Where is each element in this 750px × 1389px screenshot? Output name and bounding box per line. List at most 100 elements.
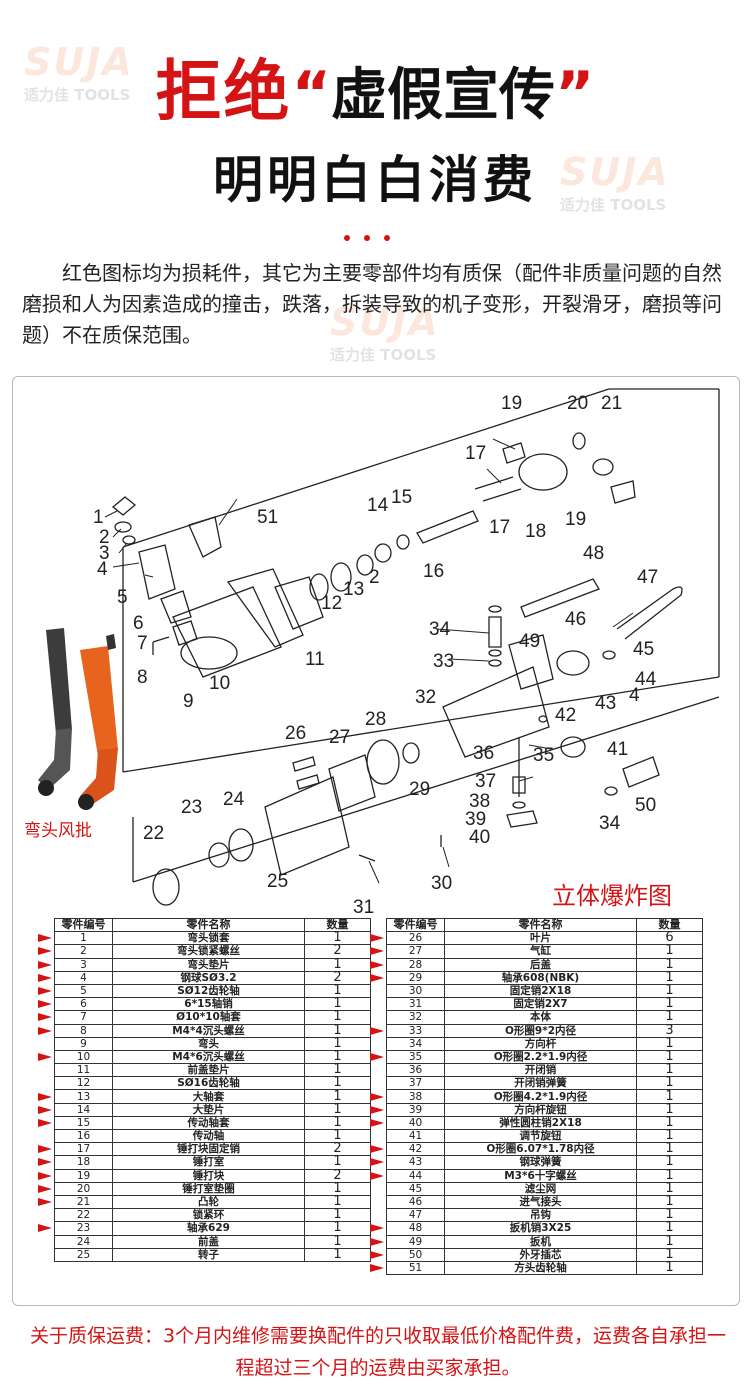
wear-part-marker [370,1237,384,1246]
wear-part-marker [370,1250,384,1259]
part-number: 23 [54,1221,113,1236]
callout-37: 37 [475,771,496,792]
part-name: 6*15轴销 [112,997,305,1012]
callout-41: 41 [607,739,628,760]
part-number: 34 [386,1036,445,1051]
part-name: 锤打块 [112,1168,305,1183]
part-name: 前盖 [112,1234,305,1249]
callout-34: 34 [429,619,451,640]
part-name: 调节旋钮 [444,1128,637,1144]
wear-part-marker [370,1171,384,1180]
part-number: 24 [54,1234,113,1249]
callout-49: 49 [519,631,540,652]
part-number: 5 [54,983,113,999]
part-number: 8 [54,1023,113,1038]
part-number: 47 [386,1208,445,1223]
callout-13: 13 [343,579,364,600]
part-number: 11 [54,1063,113,1078]
wear-part-marker [370,1118,384,1127]
callout-6: 6 [133,613,144,634]
headline-left: 拒绝 [155,53,292,130]
part-number: 12 [54,1076,113,1091]
part-number: 48 [386,1221,445,1236]
callout-35: 35 [533,745,554,766]
callout-28: 28 [365,709,386,730]
diagram-drawing: 1 2 3 4 5 6 7 8 9 10 11 12 13 2 14 15 16… [93,388,720,917]
part-name: 开闭销弹簧 [444,1076,637,1091]
wear-part-marker [38,947,52,956]
part-number: 1 [54,931,113,946]
part-number: 14 [54,1102,113,1117]
callout-51: 51 [257,507,278,528]
part-name: 轴承629 [112,1221,305,1236]
wear-part-marker [38,1158,52,1167]
part-number: 38 [386,1089,445,1104]
callout-38: 38 [469,791,490,812]
part-name: O形圈9*2内径 [444,1023,637,1038]
warranty-note: 关于质保运费：3个月内维修需要换配件的只收取最低价格配件费，运费各自承担一程超过… [29,1325,727,1379]
part-number: 33 [386,1023,445,1038]
header-part-no: 零件编号 [386,917,445,933]
part-number: 21 [54,1194,113,1210]
headline-middle: 虚假宣传 [331,63,555,128]
callout-17b: 17 [489,517,510,538]
part-number: 10 [54,1049,113,1065]
wear-part-marker [38,1184,52,1193]
part-number: 4 [54,970,113,985]
part-name: 传动轴套 [112,1115,305,1131]
wear-part-marker [370,934,384,943]
wear-part-marker [370,947,384,956]
callout-22: 22 [143,823,164,844]
part-number: 2 [54,944,113,959]
part-name: 扳机销3X25 [444,1221,637,1236]
part-number: 35 [386,1049,445,1065]
callout-42: 42 [555,705,576,726]
part-name: 吊钩 [444,1208,637,1223]
tool-caption: 弯头风批 [24,821,92,841]
subhead: 明明白白消费 [213,151,537,209]
callout-17: 17 [465,443,486,464]
part-number: 37 [386,1076,445,1091]
part-number: 16 [54,1128,113,1144]
wear-part-marker [38,1013,52,1022]
part-number: 45 [386,1181,445,1196]
headline: 拒绝“虚假宣传” [0,38,750,134]
part-name: M4*6沉头螺丝 [112,1049,305,1065]
wear-part-marker [38,1092,52,1101]
wear-part-marker [38,1118,52,1127]
callout-21: 21 [601,393,622,414]
callout-34b: 34 [599,813,621,834]
part-name: M3*6十字螺丝 [444,1168,637,1183]
part-name: 外牙插芯 [444,1247,637,1262]
part-name: 弯头锁套 [112,931,305,946]
part-number: 30 [386,983,445,999]
table-header-row: 零件编号 零件名称 数量 [386,917,703,933]
callout-14: 14 [367,495,389,516]
part-number: 42 [386,1142,445,1157]
part-name: SØ16齿轮轴 [112,1076,305,1091]
callout-19b: 19 [565,509,586,530]
part-name: 开闭销 [444,1063,637,1078]
headline-quote-close: ” [555,59,595,129]
part-name: 进气接头 [444,1194,637,1210]
